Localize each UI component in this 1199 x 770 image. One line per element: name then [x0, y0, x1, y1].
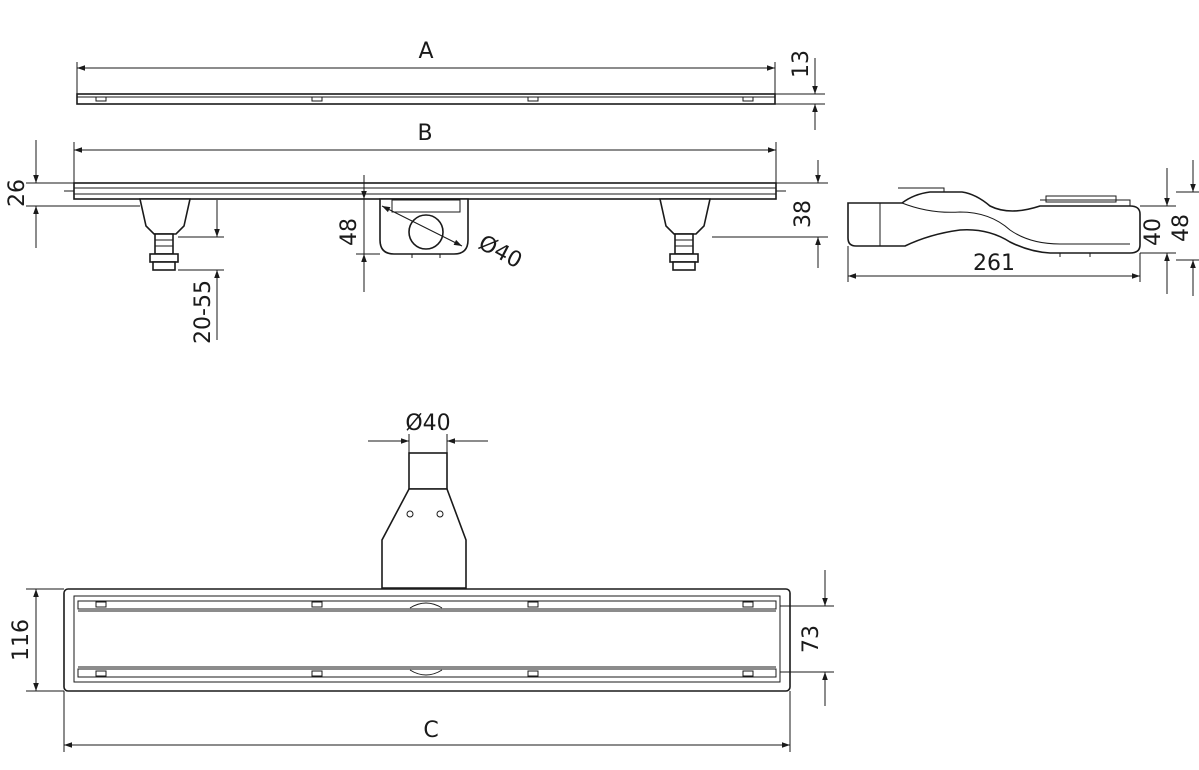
- dimension-label-38: 38: [791, 200, 816, 228]
- outlet-neck: [408, 452, 448, 490]
- dimension-label-48-outlet: 48: [337, 218, 362, 246]
- grate-strip: [76, 93, 776, 105]
- plan-view: Ø40 116 73 C: [9, 411, 834, 752]
- dimension-label-40: 40: [1141, 218, 1166, 246]
- outlet-funnel: [381, 488, 467, 589]
- section-view: 261 40 48: [847, 160, 1199, 296]
- right-support-leg: [659, 198, 711, 235]
- dimension-label-diameter-40-side: Ø40: [474, 231, 526, 274]
- dimension-label-20-55: 20-55: [191, 280, 216, 344]
- side-view: B 26 20-55 48 Ø40 38: [5, 121, 828, 344]
- channel-frame-plan: [63, 588, 791, 692]
- dimension-label-26: 26: [5, 179, 30, 207]
- left-support-leg: [139, 198, 191, 235]
- dimension-label-48-section: 48: [1169, 214, 1194, 242]
- dimension-label-c: C: [423, 718, 438, 743]
- channel-section-outline: [847, 191, 1141, 254]
- grate-bottom-rail: [77, 668, 777, 678]
- dimension-label-261: 261: [973, 251, 1015, 276]
- dimension-label-a: A: [418, 39, 433, 64]
- dimension-label-b: B: [417, 121, 432, 146]
- top-profile-view: A 13: [76, 39, 825, 130]
- outlet-pipe: [408, 214, 444, 250]
- channel-frame: [73, 182, 777, 200]
- dimension-label-13: 13: [789, 50, 814, 78]
- dimension-label-73: 73: [799, 625, 824, 653]
- dimension-label-116: 116: [9, 619, 34, 661]
- grate-top-rail: [77, 600, 777, 610]
- dimension-label-diameter-40-plan: Ø40: [405, 411, 450, 436]
